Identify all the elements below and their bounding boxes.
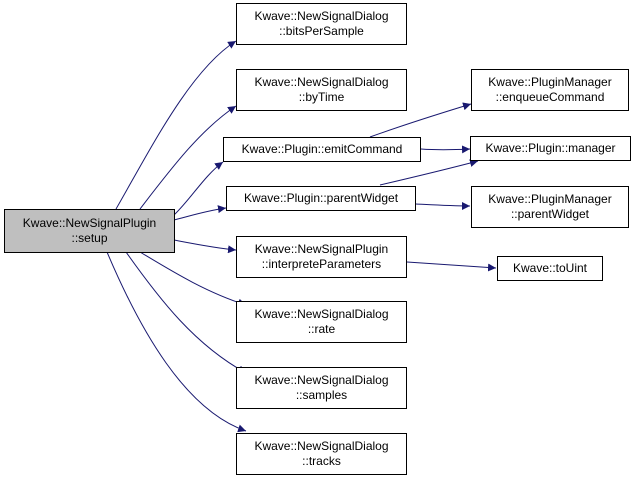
edge-setup-tracks [106,251,247,433]
node-pmParentWidget[interactable]: Kwave::PluginManager ::parentWidget [471,186,629,228]
node-manager[interactable]: Kwave::Plugin::manager [470,136,631,161]
edge-setup-parentWidget [173,205,227,221]
node-rate-line1: Kwave::NewSignalDialog [254,307,389,321]
node-bitsPerSample-line1: Kwave::NewSignalDialog [254,9,389,23]
node-setup[interactable]: Kwave::NewSignalPlugin ::setup [4,209,175,253]
node-interpreteParams-line1: Kwave::NewSignalPlugin [254,242,389,256]
node-parentWidget-line1: Kwave::Plugin::parentWidget [243,191,399,205]
node-samples[interactable]: Kwave::NewSignalDialog ::samples [236,367,407,409]
node-parentWidget[interactable]: Kwave::Plugin::parentWidget [226,186,416,211]
node-toUint-line1: Kwave::toUint [512,261,588,275]
node-enqueueCommand[interactable]: Kwave::PluginManager ::enqueueCommand [471,69,629,111]
node-byTime-line1: Kwave::NewSignalDialog [254,75,389,89]
edge-parentWidget-manager [379,159,479,186]
node-emitCommand-line1: Kwave::Plugin::emitCommand [241,142,403,156]
node-byTime[interactable]: Kwave::NewSignalDialog ::byTime [236,69,407,111]
node-byTime-line2: ::byTime [298,90,345,104]
edge-setup-emitCommand [173,161,224,216]
node-tracks-line2: ::tracks [302,454,341,468]
node-bitsPerSample-line2: ::bitsPerSample [279,24,364,38]
node-interpreteParams-line2: ::interpreteParameters [261,257,382,271]
node-manager-line1: Kwave::Plugin::manager [485,141,616,155]
node-enqueueCommand-line1: Kwave::PluginManager [488,75,612,89]
node-toUint[interactable]: Kwave::toUint [497,256,603,281]
edge-setup-interpreteParams [173,239,237,254]
edge-setup-samples [125,251,247,374]
edge-setup-rate [139,251,247,307]
edge-setup-bitsPerSample [115,40,237,210]
node-tracks-line1: Kwave::NewSignalDialog [254,439,389,453]
edge-emitCommand-manager [420,145,471,154]
edge-emitCommand-enqueueCommand [369,102,472,138]
edge-interpreteParams-toUint [406,261,497,272]
node-samples-line2: ::samples [295,388,348,402]
node-samples-line1: Kwave::NewSignalDialog [254,373,389,387]
node-enqueueCommand-line2: ::enqueueCommand [495,90,605,104]
node-tracks[interactable]: Kwave::NewSignalDialog ::tracks [236,433,407,475]
node-pmParentWidget-line2: ::parentWidget [510,207,590,221]
node-rate[interactable]: Kwave::NewSignalDialog ::rate [236,301,407,343]
node-bitsPerSample[interactable]: Kwave::NewSignalDialog ::bitsPerSample [236,3,407,45]
node-emitCommand[interactable]: Kwave::Plugin::emitCommand [223,137,421,162]
node-pmParentWidget-line1: Kwave::PluginManager [488,192,612,206]
node-rate-line2: ::rate [307,322,336,336]
node-interpreteParams[interactable]: Kwave::NewSignalPlugin ::interpreteParam… [236,236,407,278]
edge-setup-byTime [139,105,237,210]
edge-parentWidget-pmParentWidget [415,201,471,210]
node-setup-line2: ::setup [71,231,108,245]
node-setup-line1: Kwave::NewSignalPlugin [22,216,157,230]
